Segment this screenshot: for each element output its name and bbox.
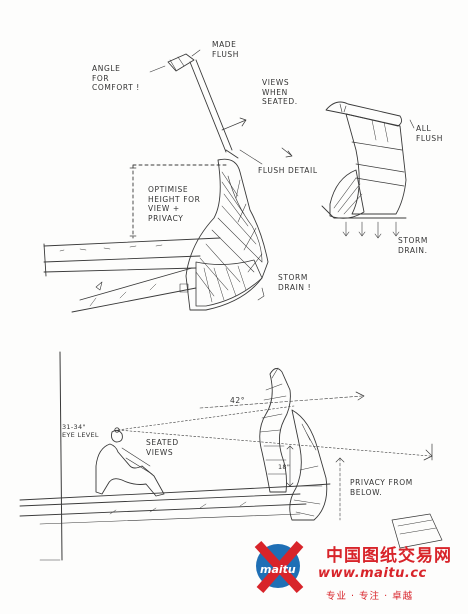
arrow-flush-detail: [281, 147, 293, 158]
bottom-section-drawing: [19, 351, 443, 561]
watermark-logo: [254, 540, 304, 594]
note-angle-42: 42°: [230, 396, 246, 405]
arrow-views: [221, 117, 247, 131]
note-made-flush: MADE FLUSH: [212, 40, 240, 59]
parapet-body: [185, 158, 269, 311]
note-storm-drain-top: STORM DRAIN !: [278, 273, 312, 292]
angled-arm: [189, 59, 233, 153]
angled-panel-top: [167, 53, 195, 72]
sight-line-2: [117, 405, 295, 431]
height-dashed-box: [132, 164, 229, 239]
note-all-flush: ALL FLUSH: [416, 124, 444, 143]
note-flush-detail: FLUSH DETAIL: [258, 166, 318, 175]
flush-detail-drawing: [321, 101, 415, 239]
parapet-tall: [259, 368, 291, 493]
top-section-drawing: [43, 49, 293, 313]
note-storm-drain-right: STORM DRAIN.: [398, 236, 428, 255]
note-seated-views: SEATED VIEWS: [146, 438, 179, 457]
watermark-logo-text: maitu: [260, 563, 296, 576]
note-privacy-from-below: PRIVACY FROM BELOW.: [350, 478, 413, 497]
watermark-url: www.maitu.cc: [318, 566, 427, 581]
datum-line: [59, 351, 63, 561]
deck-slope: [71, 267, 197, 313]
detail-rail-top: [325, 101, 403, 127]
floor-slab-lower: [19, 483, 331, 517]
note-views-when-seated: VIEWS WHEN SEATED.: [262, 78, 298, 106]
floor-slab: [43, 237, 221, 273]
parapet-curve: [289, 409, 328, 521]
note-eye-level: 31-34" EYE LEVEL: [62, 423, 99, 439]
note-optimise-height: OPTIMISE HEIGHT FOR VIEW + PRIVACY: [148, 185, 201, 223]
note-height-18: 18": [278, 463, 291, 471]
watermark-slogan: 专业 · 专注 · 卓越: [326, 591, 414, 602]
detail-face: [345, 113, 407, 215]
note-angle-for-comfort: ANGLE FOR COMFORT !: [92, 64, 140, 92]
sight-line-1: [117, 429, 431, 457]
watermark-chinese-title: 中国图纸交易网: [326, 546, 452, 566]
